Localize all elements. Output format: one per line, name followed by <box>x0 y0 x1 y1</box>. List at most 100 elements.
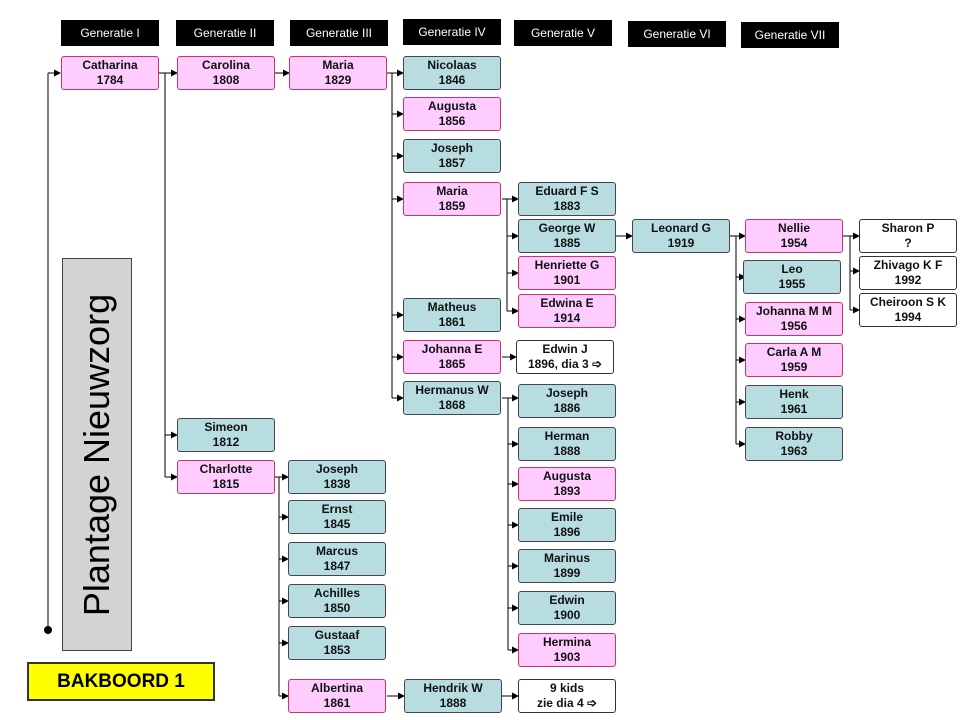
person-name: Matheus <box>427 300 477 314</box>
person-name: Robby <box>775 429 813 443</box>
person-node: Sharon P? <box>859 219 957 253</box>
person-year: 1896, dia 3 ➩ <box>527 357 603 371</box>
generation-header-1: Generatie I <box>61 20 159 46</box>
person-year: 1808 <box>212 73 240 87</box>
person-name: Nicolaas <box>427 58 477 72</box>
person-year: 1886 <box>553 401 581 415</box>
person-year: 1883 <box>553 199 581 213</box>
plantation-title: Plantage Nieuwzorg <box>76 293 117 616</box>
person-name: Carolina <box>201 58 250 72</box>
person-name: Cheiroon S K <box>869 295 946 309</box>
person-name: Catharina <box>82 58 138 72</box>
person-name: Carla A M <box>766 345 822 359</box>
person-name: Nellie <box>777 221 810 235</box>
person-name: Sharon P <box>881 221 935 235</box>
person-name: Eduard F S <box>535 184 599 198</box>
person-name: Marcus <box>315 544 359 558</box>
generation-header-2: Generatie II <box>176 20 274 46</box>
bakboord-label: BAKBOORD 1 <box>27 662 215 701</box>
person-year: 1861 <box>438 315 466 329</box>
person-name: Marinus <box>543 551 590 565</box>
person-name: Joseph <box>315 462 358 476</box>
generation-header-5: Generatie V <box>514 20 612 46</box>
person-year: 1815 <box>212 477 240 491</box>
person-year: 1865 <box>438 357 466 371</box>
person-year: 1994 <box>894 310 922 324</box>
person-year: 1853 <box>323 643 351 657</box>
person-year: 1861 <box>323 696 351 710</box>
person-name: Leonard G <box>650 221 711 235</box>
generation-header-4: Generatie IV <box>403 19 501 45</box>
person-name: Henk <box>779 387 809 401</box>
person-name: 9 kids <box>549 681 585 695</box>
person-name: Maria <box>436 184 468 198</box>
person-name: Hendrik W <box>423 681 483 695</box>
person-year: 1956 <box>780 319 808 333</box>
generation-header-3: Generatie III <box>290 20 388 46</box>
person-year: 1893 <box>553 484 581 498</box>
person-year: 1784 <box>96 73 124 87</box>
person-name: Simeon <box>204 420 248 434</box>
person-name: Edwina E <box>540 296 594 310</box>
person-name: Augusta <box>428 99 476 113</box>
person-name: Edwin <box>549 593 585 607</box>
person-year: 1888 <box>439 696 467 710</box>
person-name: Johanna M M <box>755 304 832 318</box>
person-year: 1896 <box>553 525 581 539</box>
person-name: Maria <box>322 58 354 72</box>
person-year: 1901 <box>553 273 581 287</box>
person-year: 1812 <box>212 435 240 449</box>
person-year: 1838 <box>323 477 351 491</box>
person-year: 1899 <box>553 566 581 580</box>
person-name: Achilles <box>313 586 361 600</box>
person-name: Emile <box>550 510 583 524</box>
person-year: 1959 <box>780 360 808 374</box>
person-name: Joseph <box>545 386 588 400</box>
person-name: Leo <box>781 262 803 276</box>
generation-header-6: Generatie VI <box>628 21 726 47</box>
person-name: Charlotte <box>199 462 253 476</box>
person-year: 1847 <box>323 559 351 573</box>
person-year: zie dia 4 ➩ <box>536 696 598 710</box>
person-name: Ernst <box>321 502 353 516</box>
person-year: 1914 <box>553 311 581 325</box>
generation-header-7: Generatie VII <box>741 22 839 48</box>
person-name: Hermina <box>542 635 592 649</box>
person-year: 1903 <box>553 650 581 664</box>
person-year: 1846 <box>438 73 466 87</box>
person-year: 1829 <box>324 73 352 87</box>
person-name: Herman <box>544 429 590 443</box>
person-name: Gustaaf <box>314 628 360 642</box>
